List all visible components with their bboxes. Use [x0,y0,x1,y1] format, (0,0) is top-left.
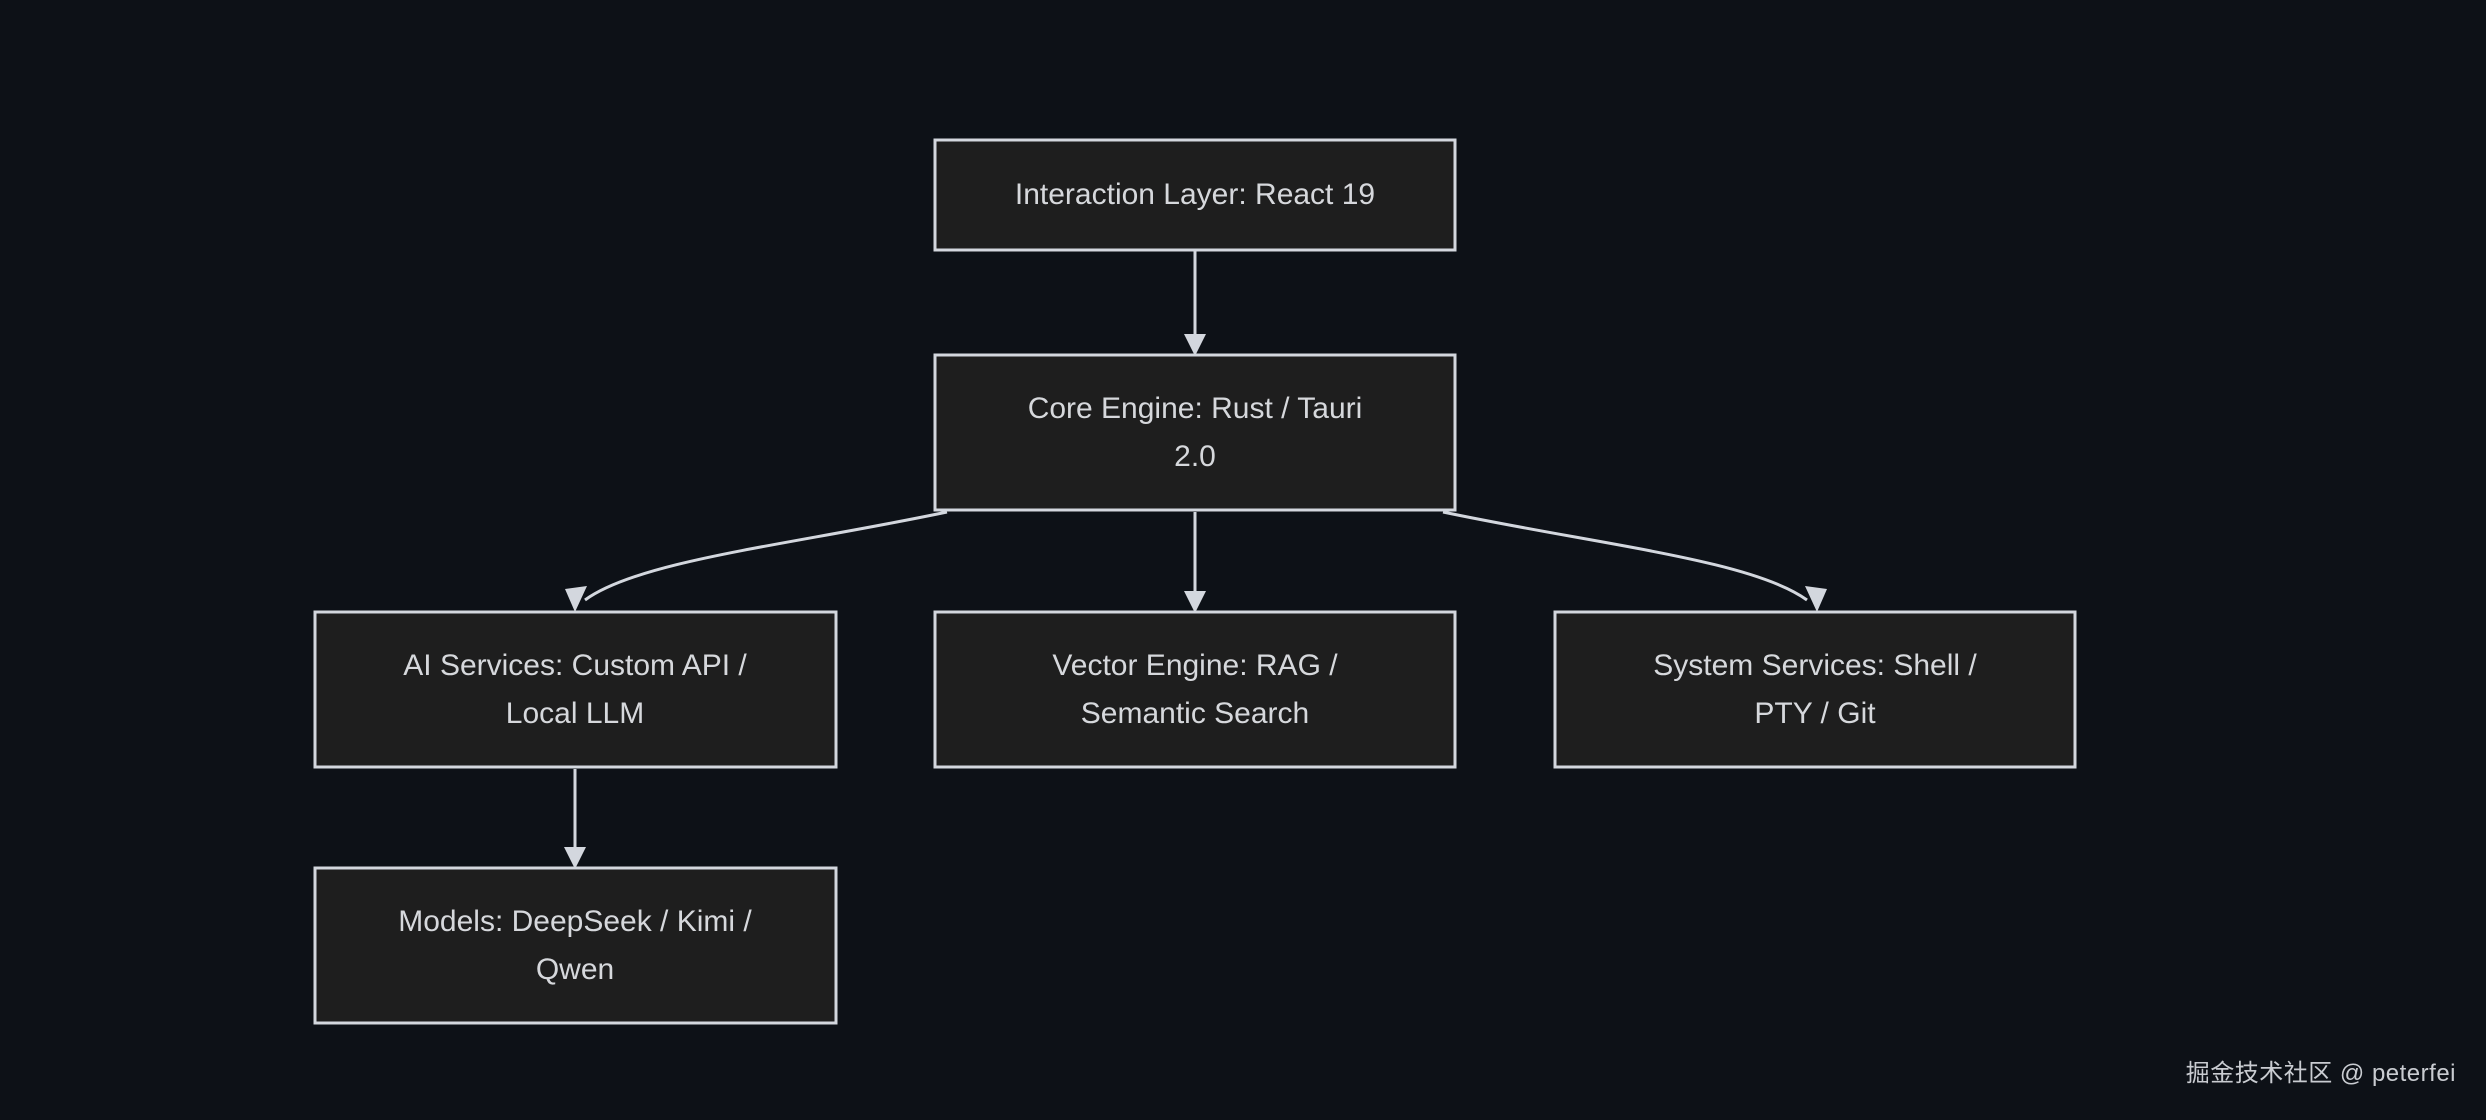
arrow-head-icon [1184,591,1206,613]
node-interaction-layer-label: Interaction Layer: React 19 [1015,178,1375,211]
node-system-services-label-line1: System Services: Shell / [1653,649,1977,682]
edge-interaction-to-core [1184,250,1206,356]
node-system-services[interactable]: System Services: Shell / PTY / Git [1553,610,2077,769]
node-layer: Interaction Layer: React 19 Core Engine:… [313,138,2077,1025]
arrow-head-icon [564,847,586,869]
edge-ai-to-models [564,769,586,869]
node-ai-services[interactable]: AI Services: Custom API / Local LLM [313,610,838,769]
arrow-head-icon [1805,586,1827,612]
node-ai-services-label-line2: Local LLM [506,697,644,730]
node-models-label-line1: Models: DeepSeek / Kimi / [398,905,752,938]
node-ai-services-label-line1: AI Services: Custom API / [403,649,747,682]
node-vector-engine-label-line1: Vector Engine: RAG / [1052,649,1338,682]
edge-core-to-vector [1184,512,1206,613]
arrow-head-icon [1184,334,1206,356]
node-system-services-label-line2: PTY / Git [1754,697,1876,730]
node-core-engine[interactable]: Core Engine: Rust / Tauri 2.0 [933,353,1457,512]
edge-layer [564,250,1827,869]
watermark-text: 掘金技术社区 @ peterfei [2185,1060,2456,1087]
edge-core-to-system [1442,510,1827,612]
node-core-engine-label-line2: 2.0 [1174,440,1216,473]
node-vector-engine-label-line2: Semantic Search [1081,697,1309,730]
node-interaction-layer[interactable]: Interaction Layer: React 19 [933,138,1457,252]
node-models-label-line2: Qwen [536,953,614,986]
edge-core-to-ai [565,510,948,612]
node-core-engine-label-line1: Core Engine: Rust / Tauri [1028,392,1363,425]
node-vector-engine[interactable]: Vector Engine: RAG / Semantic Search [933,610,1457,769]
node-models[interactable]: Models: DeepSeek / Kimi / Qwen [313,866,838,1025]
arrow-head-icon [565,586,587,612]
